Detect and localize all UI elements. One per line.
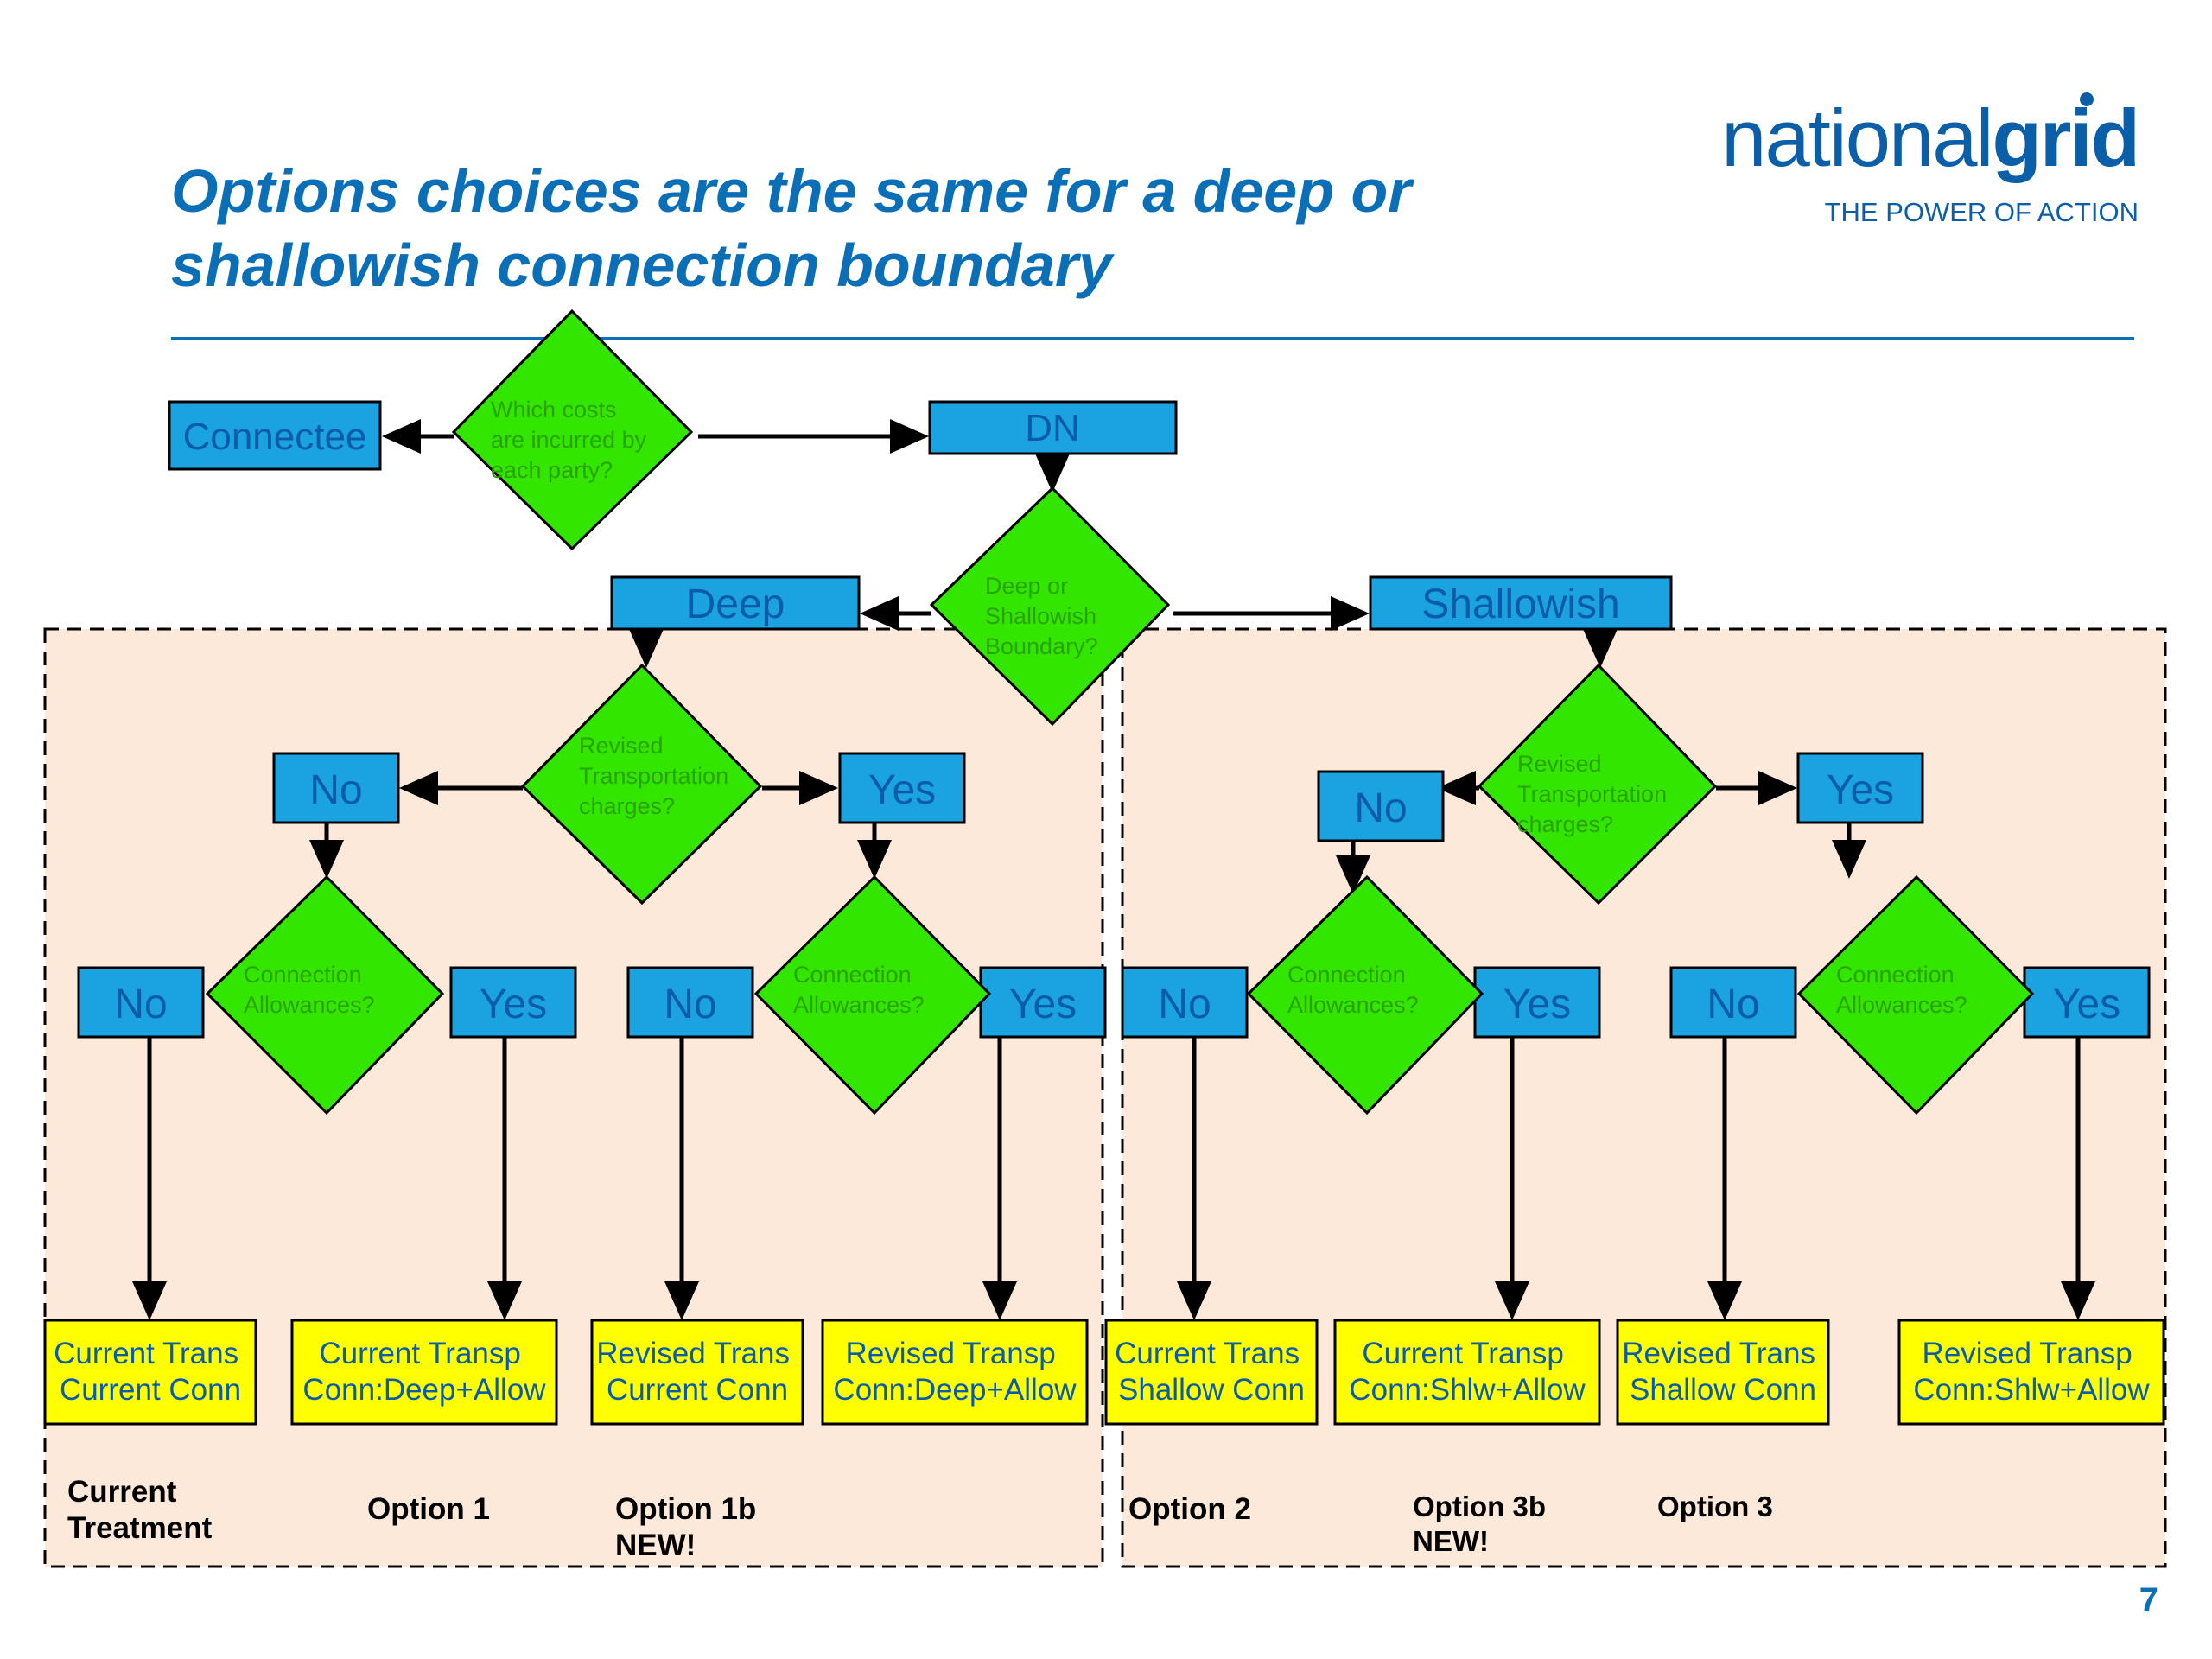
result-label-8: Revised Transp Conn:Shlw+Allow	[1913, 1337, 2150, 1407]
result-box-3	[590, 1319, 804, 1426]
option-caption-current: Current Treatment	[67, 1475, 213, 1545]
connectee-box	[168, 400, 382, 471]
connection-allowances-label-3: Connection Allowances?	[1287, 962, 1419, 1018]
shallowish-box	[1369, 575, 1673, 631]
option-caption-2: Option 2	[1128, 1492, 1251, 1526]
shallowish-label: Shallowish	[1421, 582, 1619, 627]
result-label-2: Current Transp Conn:Deep+Allow	[302, 1337, 546, 1407]
ca2-no-box	[626, 966, 754, 1039]
deep-label: Deep	[686, 582, 785, 627]
result-label-4: Revised Transp Conn:Deep+Allow	[833, 1337, 1077, 1407]
logo-tagline: THE POWER OF ACTION	[1824, 197, 2139, 227]
shallow-yes-label: Yes	[1827, 767, 1894, 813]
ca4-no-box	[1669, 966, 1797, 1039]
result-label-7: Revised Trans Shallow Conn	[1622, 1337, 1823, 1407]
ca1-yes-box	[449, 966, 577, 1039]
shallow-revised-transportation-diamond	[1477, 663, 1718, 906]
title-line-2: shallowish connection boundary	[171, 232, 1112, 299]
ca4-yes-box	[2023, 966, 2151, 1039]
ca3-no-box	[1121, 966, 1249, 1039]
option-caption-1: Option 1	[367, 1492, 490, 1526]
deep-shallowish-diamond	[929, 486, 1171, 727]
ca2-yes-box	[979, 966, 1107, 1039]
deep-no-label: No	[309, 767, 362, 813]
result-box-4	[821, 1319, 1089, 1426]
connection-allowances-diamond-1	[205, 874, 445, 1116]
result-label-6: Current Transp Conn:Shlw+Allow	[1349, 1337, 1586, 1407]
which-costs-diamond	[451, 308, 694, 551]
deep-yes-label: Yes	[868, 767, 936, 813]
slide-title: Options choices are the same for a deep …	[171, 154, 1519, 302]
result-label-3: Revised Trans Current Conn	[596, 1337, 798, 1407]
connectee-label: Connectee	[183, 416, 367, 458]
connection-allowances-diamond-2	[753, 874, 992, 1116]
ca1-yes-label: Yes	[480, 982, 547, 1027]
deep-box	[610, 575, 861, 631]
shallow-yes-box	[1796, 752, 1924, 824]
connectors	[132, 419, 2095, 1320]
result-box-7	[1616, 1319, 1830, 1426]
title-line-1: Options choices are the same for a deep …	[171, 157, 1412, 225]
option-caption-3: Option 3	[1657, 1491, 1773, 1522]
ca2-no-label: No	[664, 982, 716, 1027]
deep-shallowish-label: Deep or Shallowish Boundary?	[985, 573, 1103, 659]
option-caption-1b: Option 1b NEW!	[615, 1492, 765, 1562]
connection-allowances-label-2: Connection Allowances?	[793, 962, 925, 1018]
ca2-yes-label: Yes	[1009, 982, 1077, 1027]
national-grid-logo: nationalgrid THE POWER OF ACTION	[1668, 91, 2140, 238]
connection-allowances-label-4: Connection Allowances?	[1836, 962, 1967, 1018]
deep-revised-transportation-label: Revised Transportation charges?	[579, 733, 735, 819]
page-number: 7	[2139, 1581, 2158, 1619]
result-box-8	[1897, 1319, 2165, 1426]
title-divider	[171, 337, 2134, 340]
result-label-1: Current Trans Current Conn	[54, 1337, 247, 1407]
ca3-yes-label: Yes	[1503, 982, 1571, 1027]
ca3-no-label: No	[1158, 982, 1211, 1027]
which-costs-label: Which costs are incurred by each party?	[491, 397, 653, 483]
result-box-6	[1333, 1319, 1601, 1426]
dn-label: DN	[1025, 407, 1080, 449]
deep-yes-box	[838, 752, 966, 824]
logo-dot	[2080, 92, 2094, 106]
shallow-revised-transportation-label: Revised Transportation charges?	[1517, 751, 1674, 837]
result-label-5: Current Trans Shallow Conn	[1115, 1337, 1308, 1407]
deep-revised-transportation-diamond	[520, 663, 763, 906]
shallow-no-box	[1317, 770, 1445, 842]
ca4-no-label: No	[1707, 982, 1759, 1027]
ca1-no-label: No	[114, 982, 167, 1027]
result-box-2	[290, 1319, 558, 1426]
deep-no-box	[272, 752, 400, 824]
ca4-yes-label: Yes	[2053, 982, 2120, 1027]
result-box-1	[43, 1319, 257, 1426]
connection-allowances-label-1: Connection Allowances?	[244, 962, 375, 1018]
option-caption-3b: Option 3b NEW!	[1413, 1491, 1554, 1557]
dn-box	[928, 400, 1178, 455]
ca3-yes-box	[1473, 966, 1601, 1039]
logo-wordmark: nationalgrid	[1721, 92, 2140, 183]
connection-allowances-diamond-4	[1796, 874, 2035, 1116]
ca1-no-box	[77, 966, 205, 1039]
shallow-no-label: No	[1354, 785, 1407, 831]
result-box-5	[1104, 1319, 1319, 1426]
connection-allowances-diamond-3	[1246, 874, 1484, 1116]
